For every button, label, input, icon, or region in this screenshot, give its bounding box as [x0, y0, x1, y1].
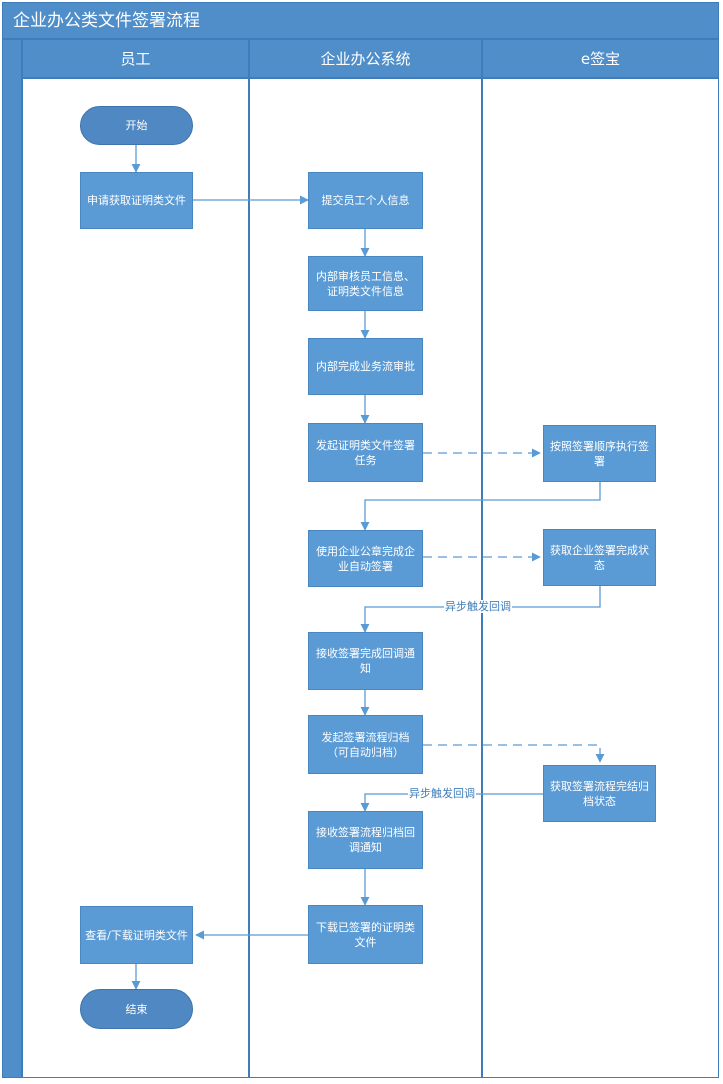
edge-archive-status-to-notice	[360, 793, 543, 812]
edge-label-async-callback-2: 异步触发回调	[408, 787, 476, 800]
node-download: 下载已签署的证明类 文件	[308, 905, 423, 964]
node-receive-sign-notice: 接收签署完成回调通 知	[308, 632, 423, 690]
title-bar: 企业办公类文件签署流程	[2, 2, 719, 39]
node-execute-sign: 按照签署顺序执行签 署	[543, 425, 656, 482]
lane-header-system: 企业办公系统	[249, 39, 482, 78]
pool-side-strip	[2, 39, 22, 1078]
node-get-archive-status: 获取签署流程完结归 档状态	[543, 765, 656, 822]
node-approval: 内部完成业务流审批	[308, 338, 423, 395]
node-start: 开始	[80, 106, 193, 145]
node-initiate-archive: 发起签署流程归档 （可自动归档）	[308, 715, 423, 774]
node-end: 结束	[80, 989, 193, 1029]
edge-archive-to-archive-status	[423, 744, 605, 763]
diagram-title: 企业办公类文件签署流程	[13, 11, 200, 31]
node-get-sign-status: 获取企业签署完成状 态	[543, 529, 656, 586]
node-receive-archive-notice: 接收签署流程归档回 调通知	[308, 811, 423, 869]
node-submit-info: 提交员工个人信息	[308, 172, 423, 229]
lane-header-esign: e签宝	[482, 39, 719, 78]
edge-execute-to-autoseal	[360, 482, 601, 531]
node-view-download: 查看/下载证明类文件	[80, 906, 193, 964]
node-review: 内部审核员工信息、 证明类文件信息	[308, 256, 423, 311]
node-initiate-sign: 发起证明类文件签署 任务	[308, 423, 423, 482]
lane-header-employee: 员工	[22, 39, 249, 78]
edge-label-async-callback-1: 异步触发回调	[444, 600, 512, 613]
node-apply: 申请获取证明类文件	[80, 172, 193, 229]
node-auto-seal: 使用企业公章完成企 业自动签署	[308, 530, 423, 587]
